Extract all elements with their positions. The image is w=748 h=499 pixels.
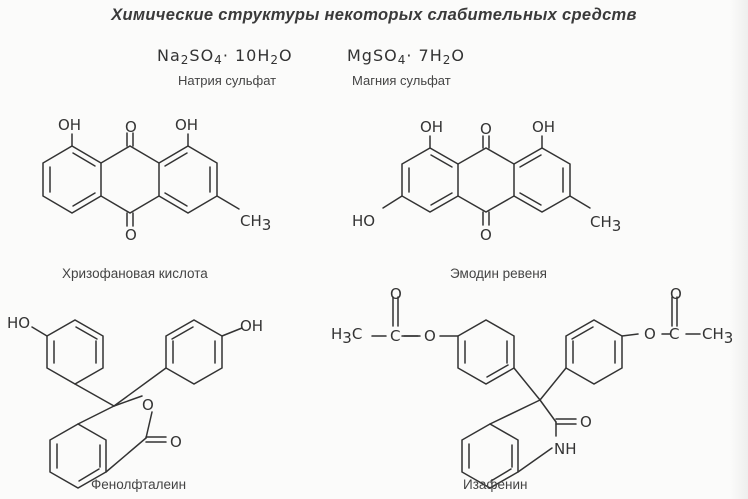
- nh-label: NH: [554, 440, 577, 458]
- carbonyl-o-label: O: [480, 120, 492, 138]
- isaphenin-structure: [371, 296, 701, 489]
- oh-label: OH: [58, 116, 81, 134]
- ho-label: HO: [352, 212, 375, 230]
- carbon-label: C: [390, 327, 400, 345]
- carbonyl-o-label: O: [125, 226, 137, 244]
- carbonyl-o-label: O: [480, 226, 492, 244]
- carbonyl-o-label: O: [170, 433, 182, 451]
- ester-o-label: O: [424, 327, 436, 345]
- phenolphthalein-caption: Фенолфталеин: [91, 477, 187, 492]
- carbonyl-o-label: O: [670, 285, 682, 303]
- sodium-sulfate-name: Натрия сульфат: [178, 73, 277, 88]
- carbonyl-o-label: O: [390, 285, 402, 303]
- oh-label: OH: [175, 116, 198, 134]
- ester-o-label: O: [644, 325, 656, 343]
- emodin-structure: [382, 135, 591, 226]
- sodium-sulfate-formula: Na2SO4· 10H2O: [157, 46, 293, 67]
- chrysophanic-acid-caption: Хризофановая кислота: [62, 266, 208, 281]
- carbonyl-o-label: O: [125, 118, 137, 136]
- methyl-label: CH3: [702, 325, 733, 347]
- ho-label: HO: [7, 314, 30, 332]
- isaphenin-caption: Изафенин: [463, 477, 528, 492]
- chrysophanic-acid-structure: [42, 132, 240, 227]
- ring-o-label: O: [142, 396, 154, 414]
- carbonyl-o-label: O: [580, 413, 592, 431]
- oh-label: OH: [532, 118, 555, 136]
- methyl-label: H3C: [331, 325, 362, 347]
- magnesium-sulfate-formula: MgSO4· 7H2O: [347, 46, 465, 67]
- emodin-caption: Эмодин ревеня: [450, 266, 547, 281]
- magnesium-sulfate-name: Магния сульфат: [352, 73, 451, 88]
- oh-label: OH: [420, 118, 443, 136]
- phenolphthalein-structure: [31, 319, 243, 489]
- methyl-label: CH3: [240, 212, 271, 234]
- carbon-label: C: [669, 325, 679, 343]
- methyl-label: CH3: [590, 213, 621, 235]
- oh-label: OH: [240, 317, 263, 335]
- figure-title: Химические структуры некоторых слабитель…: [111, 6, 637, 24]
